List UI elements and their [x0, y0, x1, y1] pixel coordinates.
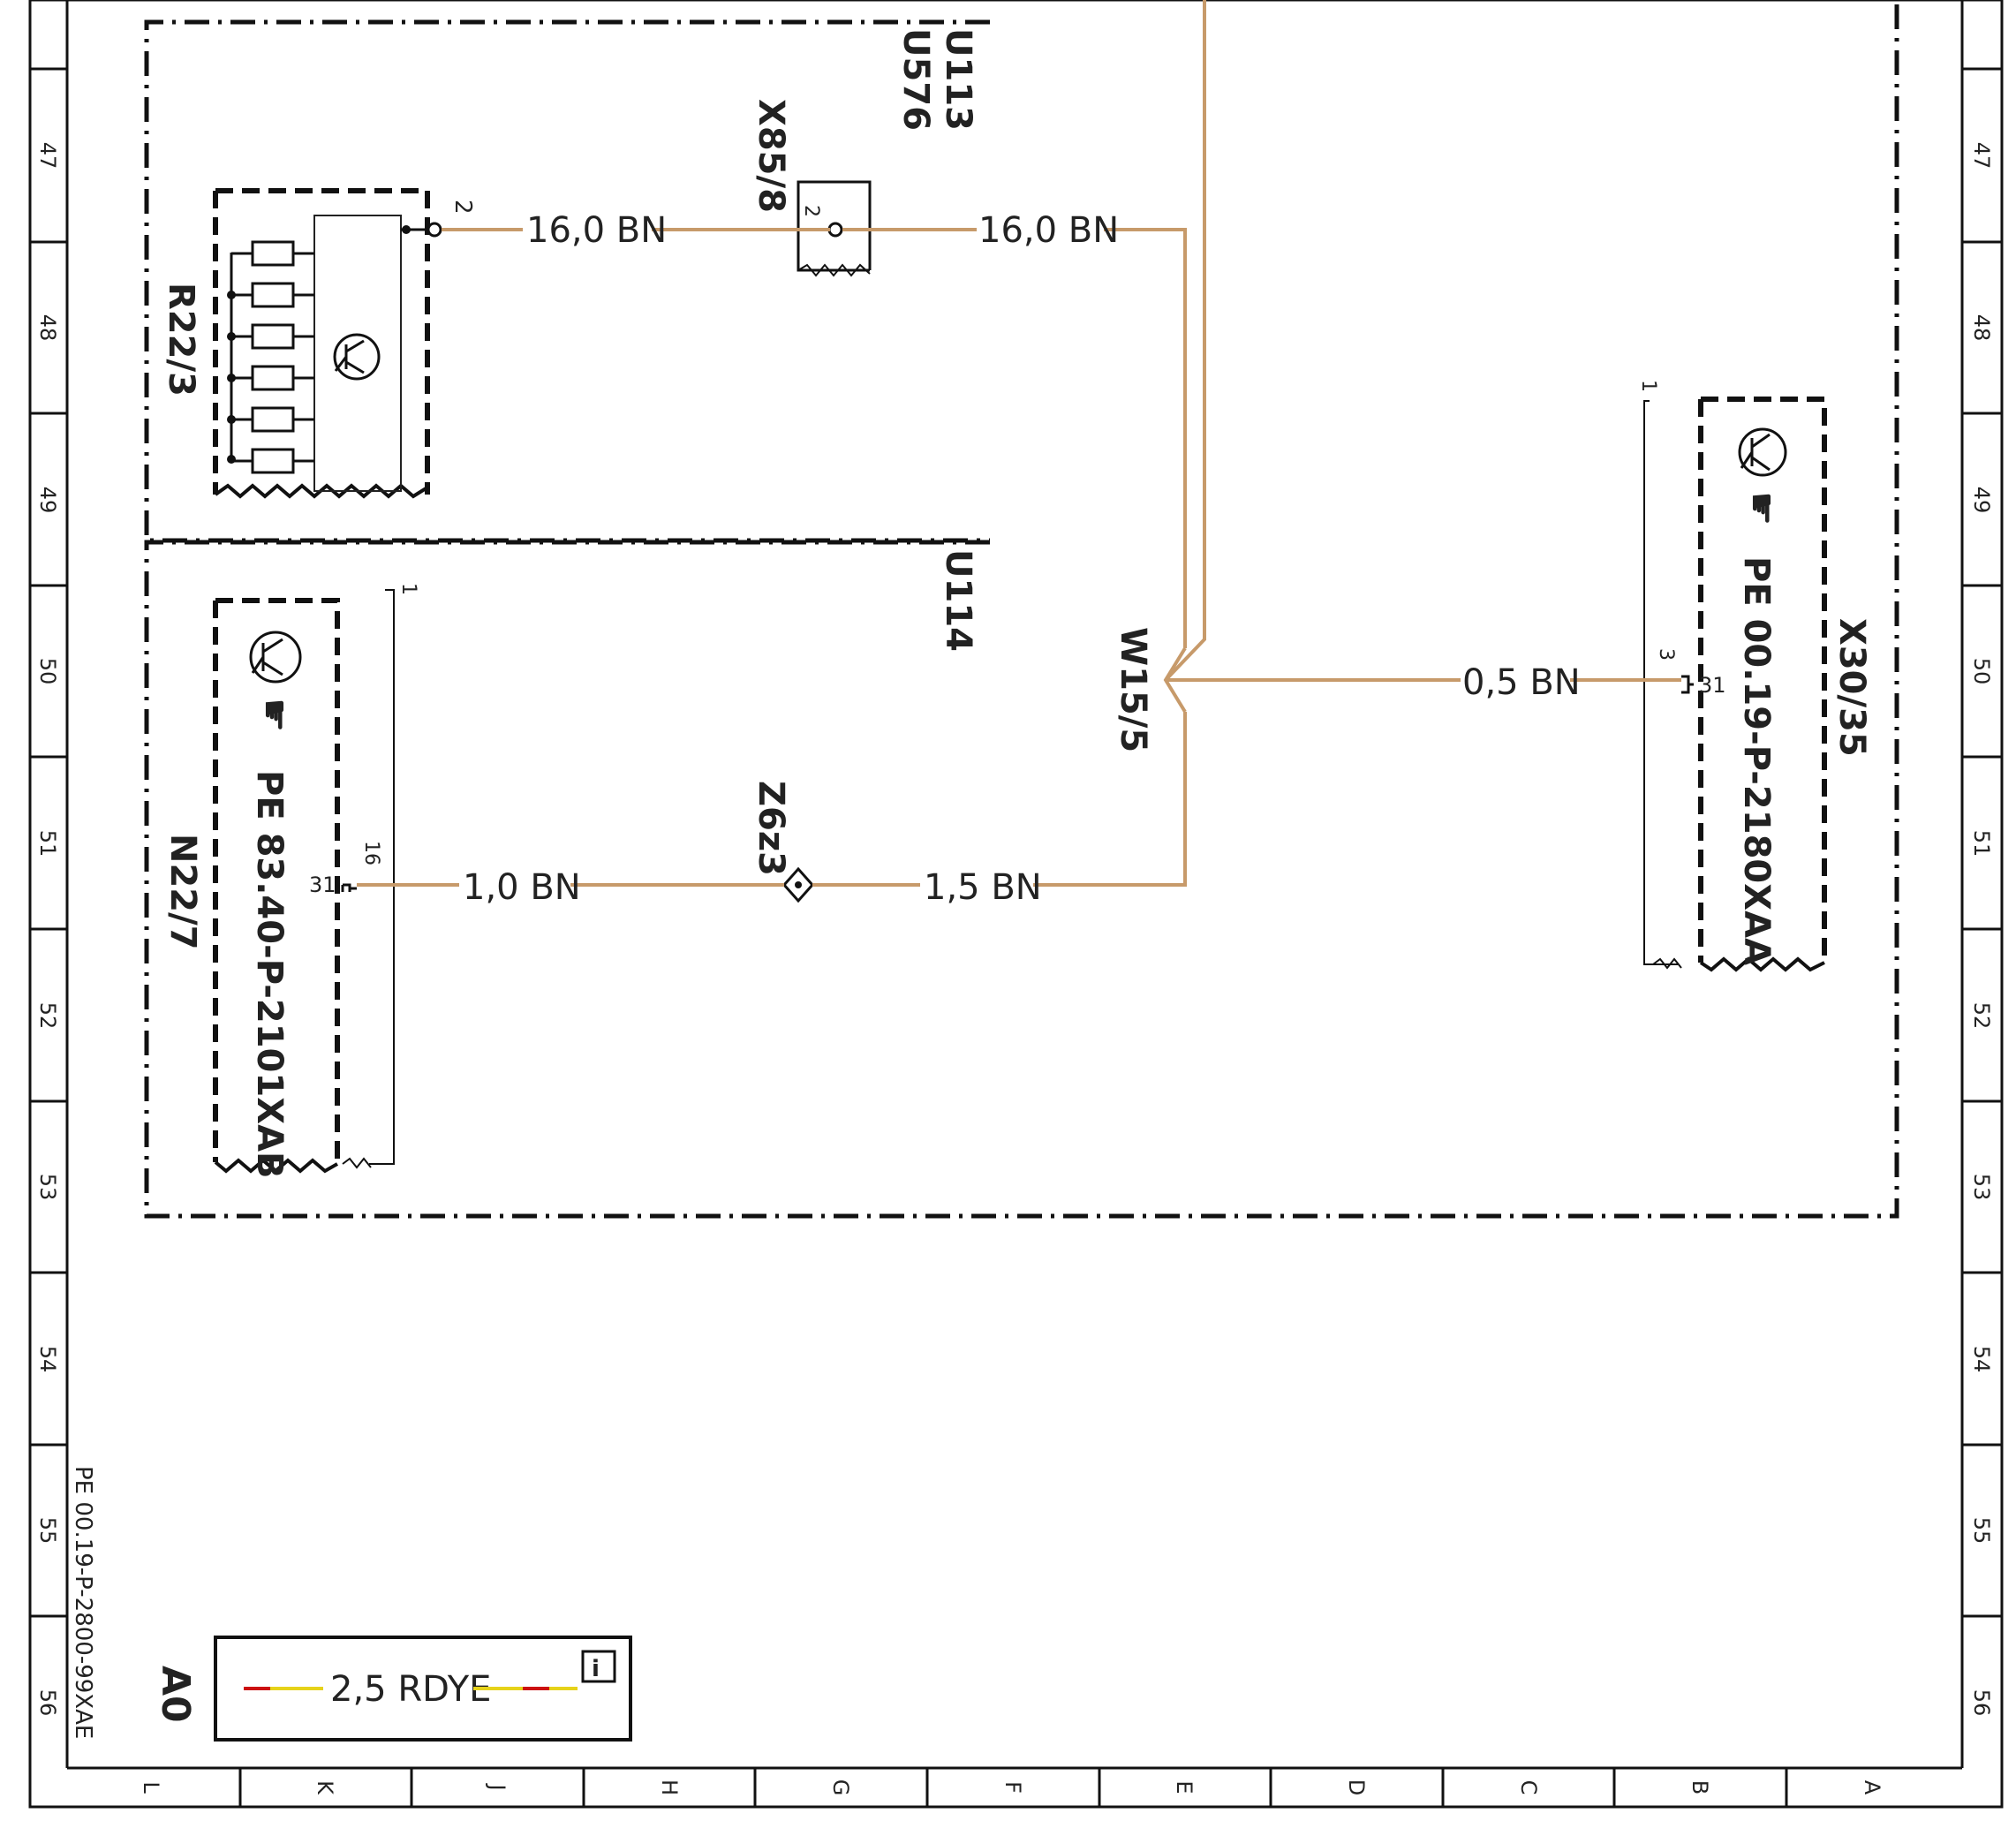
column-label: G — [828, 1779, 853, 1796]
column-label: D — [1344, 1779, 1369, 1795]
transistor-icon — [1738, 427, 1787, 477]
column-label: H — [657, 1779, 682, 1795]
pin-label: 2 — [800, 205, 822, 217]
column-label: J — [485, 1782, 510, 1790]
component-label-z6z3: Z6z3 — [751, 781, 791, 876]
pin-label: 2 — [449, 200, 476, 215]
row-label: 53 — [1969, 1174, 1994, 1201]
column-label: K — [313, 1780, 337, 1795]
row-label: 49 — [1969, 487, 1994, 514]
sheet-label: A0 — [153, 1666, 198, 1723]
wires — [357, 0, 1681, 887]
area-label-u576: U576 — [895, 28, 936, 131]
row-label: 50 — [1969, 658, 1994, 685]
row-label: 51 — [35, 830, 60, 858]
row-label: 55 — [35, 1517, 60, 1545]
column-ticks — [238, 1768, 1788, 1807]
component-label-w15-5: W15/5 — [1113, 627, 1153, 752]
area-u114-boundary — [144, 0, 1899, 1219]
wire-label: 16,0 BN — [978, 210, 1119, 251]
transistor-icon — [333, 333, 381, 381]
wire-label: 0,5 BN — [1462, 662, 1581, 703]
wire-label: 16,0 BN — [526, 210, 667, 251]
info-icon: i — [581, 1650, 616, 1683]
row-label: 49 — [35, 487, 60, 514]
column-label: B — [1688, 1780, 1712, 1794]
row-label: 56 — [35, 1689, 60, 1717]
row-label: 47 — [1969, 142, 1994, 170]
pin-label: 3 — [1655, 648, 1677, 661]
component-label-r22-3: R22/3 — [161, 283, 201, 397]
reference-n22-7: PE 83.40-P-2101XAB — [249, 770, 290, 1179]
hand-pointer-icon: ☛ — [252, 698, 297, 732]
component-label-n22-7: N22/7 — [162, 834, 203, 950]
row-label: 56 — [1969, 1689, 1994, 1717]
row-label: 52 — [35, 1002, 60, 1030]
legend-box: 2,5 RDYE i — [214, 1636, 632, 1742]
x85-8-connector — [797, 180, 872, 277]
row-label: 48 — [35, 314, 60, 342]
row-label: 53 — [35, 1174, 60, 1201]
row-label: 55 — [1969, 1517, 1994, 1545]
r22-3-component — [213, 188, 442, 499]
row-ticks — [30, 67, 2002, 1618]
column-label: L — [139, 1781, 163, 1794]
column-label: C — [1516, 1780, 1541, 1795]
area-u113-boundary — [144, 19, 990, 543]
row-label: 54 — [1969, 1346, 1994, 1373]
pin-label: 1 — [1637, 380, 1659, 392]
area-label-u114: U114 — [938, 549, 978, 652]
component-label-x85-8: X85/8 — [751, 99, 791, 213]
reference-x30-35: PE 00.19-P-2180XAA — [1736, 556, 1777, 965]
row-label: 52 — [1969, 1002, 1994, 1030]
legend-wire-label: 2,5 RDYE — [330, 1669, 491, 1710]
pin-label: 31 — [309, 873, 336, 897]
wire-label: 1,0 BN — [463, 867, 581, 908]
x30-35-component: ☛ — [1643, 397, 1827, 972]
pin-label: 31 — [1699, 673, 1726, 698]
area-label-u113: U113 — [938, 28, 978, 131]
transistor-icon — [249, 631, 302, 684]
row-label: 51 — [1969, 830, 1994, 858]
n22-7-component: ☛ — [213, 589, 395, 1174]
row-label: 47 — [35, 142, 60, 170]
row-label: 50 — [35, 658, 60, 685]
wire-labels: 16,0 BN 16,0 BN 0,5 BN 1,0 BN 1,5 BN — [463, 210, 1581, 908]
pin-label: 16 — [360, 841, 382, 865]
row-label: 54 — [35, 1346, 60, 1373]
sheet-reference: PE 00.19-P-2800-99XAE — [70, 1466, 96, 1739]
row-labels-right: 47 48 49 50 51 52 53 54 55 56 — [1969, 142, 1994, 1717]
outer-frame — [28, 0, 2004, 1809]
row-labels-left: 47 48 49 50 51 52 53 54 55 56 — [35, 142, 60, 1717]
pin-label: 1 — [397, 583, 419, 595]
column-labels: L K J H G F E D C B A — [139, 1779, 1884, 1796]
component-label-x30-35: X30/35 — [1831, 618, 1872, 757]
column-label: A — [1860, 1780, 1884, 1795]
row-label: 48 — [1969, 314, 1994, 342]
hand-pointer-icon: ☛ — [1739, 491, 1784, 525]
column-label: E — [1172, 1780, 1197, 1794]
z6z3-splice — [781, 866, 815, 903]
svg-text:i: i — [592, 1656, 600, 1682]
column-label: F — [1000, 1781, 1025, 1794]
wire-label: 1,5 BN — [924, 867, 1042, 908]
